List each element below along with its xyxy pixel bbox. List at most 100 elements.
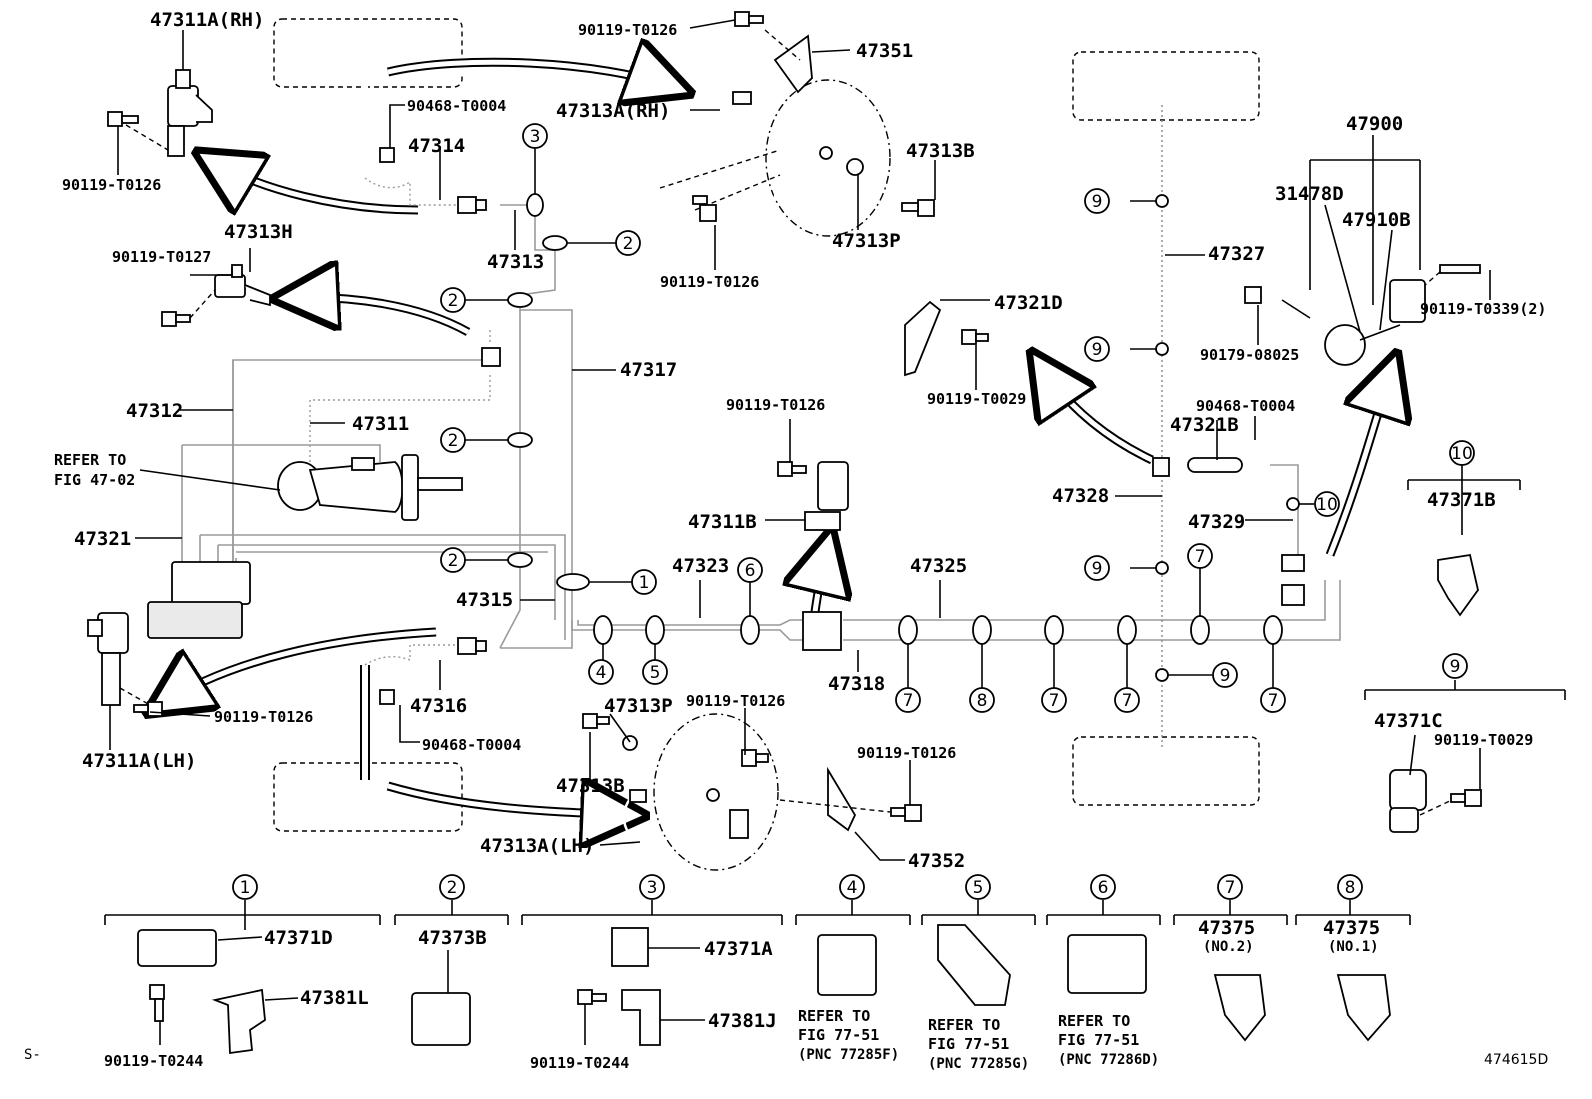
clip-47371C-drawing [1389,769,1482,833]
part-47900-valve [1152,264,1481,606]
callout-7-c: 7 [1122,691,1133,711]
detail-3-drawing [577,927,661,1046]
callout-5-detail: 5 [973,878,984,898]
label-refer-77286D-line1: REFER TO [1058,1012,1130,1030]
part-labels: 47311A(RH) 90119-T0126 90119-T0126 47351… [24,9,1548,1072]
label-90468-T0004-a: 90468-T0004 [407,97,506,115]
arrow-to-rh-hose [387,62,676,88]
label-90119-T0126-top: 90119-T0126 [578,21,677,39]
label-47313B-a: 47313B [906,140,975,162]
label-47351: 47351 [856,40,913,62]
detail-8-drawing [1336,974,1391,1042]
label-47313H: 47313H [224,221,293,243]
callout-9-detail: 9 [1450,657,1461,677]
callout-1-detail: 1 [240,878,251,898]
arrow-to-47311A-lh [160,629,437,705]
detail-6-drawing [1067,934,1147,994]
part-47313H [161,264,271,327]
detail-4-drawing [817,934,877,996]
label-90119-T0126-b: 90119-T0126 [660,273,759,291]
label-47325: 47325 [910,555,967,577]
label-90119-T0126-d: 90119-T0126 [857,744,956,762]
label-90468-T0004-b: 90468-T0004 [422,736,521,754]
label-47375-no1: 47375 [1323,917,1380,939]
part-47311A-lh [87,612,163,717]
callout-9-a: 9 [1092,192,1103,212]
label-47312: 47312 [126,400,183,422]
label-refer-77285F-line2: FIG 77-51 [798,1026,879,1044]
label-47313P-b: 47313P [604,695,673,717]
label-no2: (NO.2) [1203,939,1254,955]
corner-mark: S- [24,1047,41,1063]
label-90119-T0126-c: 90119-T0126 [686,692,785,710]
callout-2-detail: 2 [447,878,458,898]
label-90119-T0029-a: 90119-T0029 [927,390,1026,408]
label-47371A: 47371A [704,938,773,960]
callout-9-d: 9 [1220,666,1231,686]
callout-6-detail: 6 [1098,878,1109,898]
callout-leaders [104,148,1566,1045]
callout-2-c: 2 [448,431,459,451]
callout-10-main: 10 [1316,495,1338,515]
label-47321B: 47321B [1170,414,1239,436]
lh-flex-hose-assembly [582,713,922,871]
callout-2-d: 2 [448,551,459,571]
label-47313A-lh: 47313A(LH) [480,835,594,857]
label-47313P-a: 47313P [832,230,901,252]
detail-7-drawing [1213,974,1266,1042]
label-no1: (NO.1) [1328,939,1379,955]
part-47311B [777,461,849,651]
connectors-front [379,147,501,705]
clip-47371B-drawing [1437,553,1479,617]
callout-3-detail: 3 [647,878,658,898]
label-47311B: 47311B [688,511,757,533]
callout-8-main: 8 [977,691,988,711]
callout-9-b: 9 [1092,340,1103,360]
callout-7-b: 7 [1049,691,1060,711]
callout-7-detail: 7 [1225,878,1236,898]
callout-7-d: 7 [1195,547,1206,567]
callout-3-top: 3 [530,127,541,147]
label-refer-77286D-line2: FIG 77-51 [1058,1031,1139,1049]
figure-id: 474615D [1484,1052,1548,1068]
label-47321D: 47321D [994,292,1063,314]
brake-tubes [181,65,1341,780]
arrow-to-47900 [1327,368,1392,556]
callout-10-detail: 10 [1451,444,1473,464]
label-47311: 47311 [352,413,409,435]
label-47316: 47316 [410,695,467,717]
label-refer-77285G-line3: (PNC 77285G) [928,1056,1029,1072]
callout-4-detail: 4 [847,878,858,898]
label-90119-T0127: 90119-T0127 [112,248,211,266]
rh-flex-hose-assembly [659,11,935,237]
part-47321D [904,300,989,377]
label-47910B: 47910B [1342,209,1411,231]
callout-2-a: 2 [623,234,634,254]
callout-4-main: 4 [596,663,607,683]
detail-1-drawing [137,929,266,1055]
label-47352: 47352 [908,850,965,872]
label-47311A-lh: 47311A(LH) [82,750,196,772]
arrow-to-47311B [815,545,828,613]
callout-1-main: 1 [639,573,650,593]
label-47371D: 47371D [264,927,333,949]
label-90119-T0244-a: 90119-T0244 [104,1052,203,1070]
detail-5-drawing [937,924,1011,1006]
label-47313A-rh: 47313A(RH) [556,100,670,122]
body-outline-rear-bottom [1072,736,1260,806]
callout-8-detail: 8 [1345,878,1356,898]
label-47318: 47318 [828,673,885,695]
label-47323: 47323 [672,555,729,577]
callout-5-main: 5 [650,663,661,683]
bolt-90119-T0126-rh [107,111,139,127]
label-47311A-rh: 47311A(RH) [150,9,264,31]
arrow-to-47313H [290,297,470,335]
label-90468-T0004-c: 90468-T0004 [1196,397,1295,415]
label-31478D: 31478D [1275,183,1344,205]
callout-6-main: 6 [745,561,756,581]
callout-9-c: 9 [1092,559,1103,579]
label-47327: 47327 [1208,243,1265,265]
label-47317: 47317 [620,359,677,381]
